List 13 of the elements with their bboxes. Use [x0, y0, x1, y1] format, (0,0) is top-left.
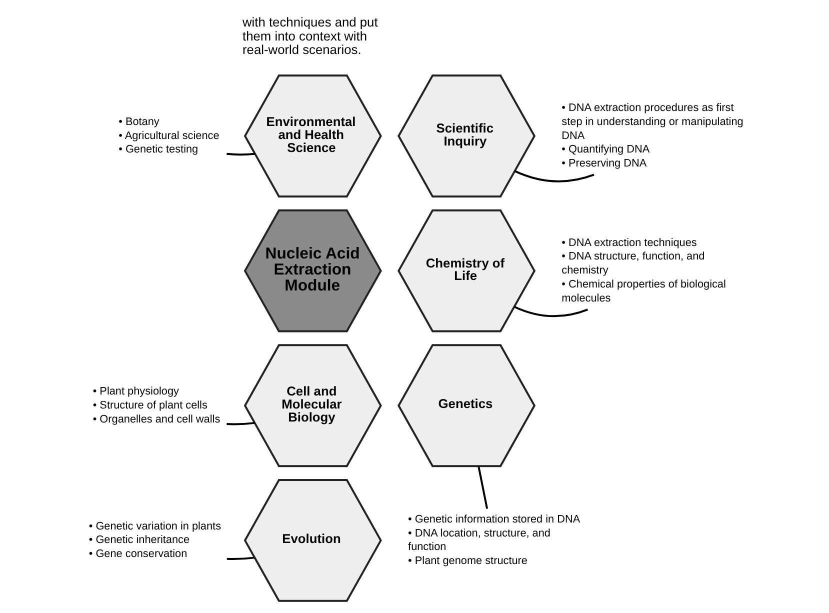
- connector: [478, 466, 488, 509]
- node-text: • DNA extraction techniques • DNA structure, function, and chemistry • Chemical properties of biological molecules: [562, 236, 726, 304]
- node-text: • DNA extraction procedures as first step in understanding or manipulating DNA • Quantifying DNA • Preserving DNA: [562, 102, 744, 170]
- node-text: • Genetic information stored in DNA • DNA location, structure, and function • Plant genome structure: [408, 513, 580, 568]
- connector: [226, 556, 255, 560]
- label: with techniques and put them into context with real-world scenarios.: [242, 14, 378, 58]
- node-text: • Genetic variation in plants • Genetic inheritance • Gene conservation: [88, 520, 222, 560]
- node-text: • Botany • Agricultural science • Genetic testing: [118, 116, 220, 156]
- connector: [514, 306, 588, 318]
- connector: [514, 170, 594, 182]
- node-text: • Plant physiology • Structure of plant cells • Organelles and cell walls: [92, 386, 220, 426]
- connector: [226, 422, 255, 426]
- connector: [226, 152, 256, 156]
